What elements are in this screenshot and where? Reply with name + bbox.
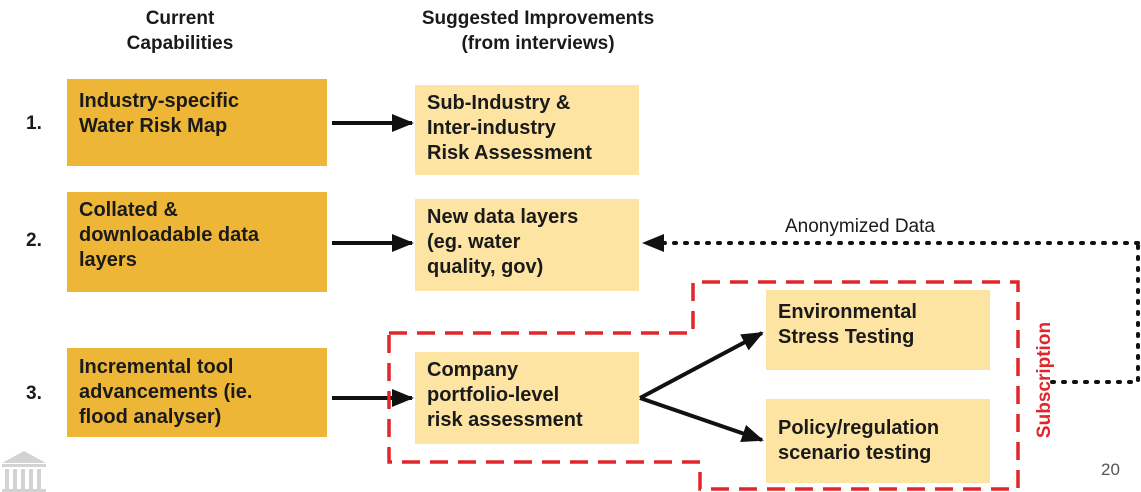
row-number-2: 2.: [26, 230, 42, 251]
row-number-1: 1.: [26, 113, 42, 134]
policy-scenario-testing-box: Policy/regulation scenario testing: [766, 399, 990, 483]
subscription-outline: [387, 280, 1020, 491]
current-capability-3: Incremental tool advancements (ie. flood…: [67, 348, 327, 437]
subscription-label: Subscription: [1034, 321, 1055, 439]
arrow-to-policy: [639, 396, 764, 442]
current-capability-2: Collated & downloadable data layers: [67, 192, 327, 292]
suggested-improvement-3: Company portfolio-level risk assessment: [415, 352, 639, 444]
suggested-improvement-2: New data layers (eg. water quality, gov): [415, 199, 639, 291]
arrow-to-environmental: [639, 331, 764, 400]
page-number: 20: [1101, 460, 1120, 479]
suggested-improvement-1: Sub-Industry & Inter-industry Risk Asses…: [415, 85, 639, 175]
anonymized-data-arrowhead: [642, 234, 664, 252]
header-current-capabilities: Current Capabilities: [126, 8, 234, 54]
current-capability-1: Industry-specific Water Risk Map: [67, 79, 327, 166]
environmental-stress-testing-box: Environmental Stress Testing: [766, 290, 990, 370]
anonymized-data-feedback-line: [1050, 241, 1140, 384]
anonymized-data-label: Anonymized Data: [785, 216, 935, 237]
building-icon: [2, 451, 46, 492]
row-number-3: 3.: [26, 383, 42, 404]
header-suggested-improvements: Suggested Improvements (from interviews): [421, 8, 655, 54]
